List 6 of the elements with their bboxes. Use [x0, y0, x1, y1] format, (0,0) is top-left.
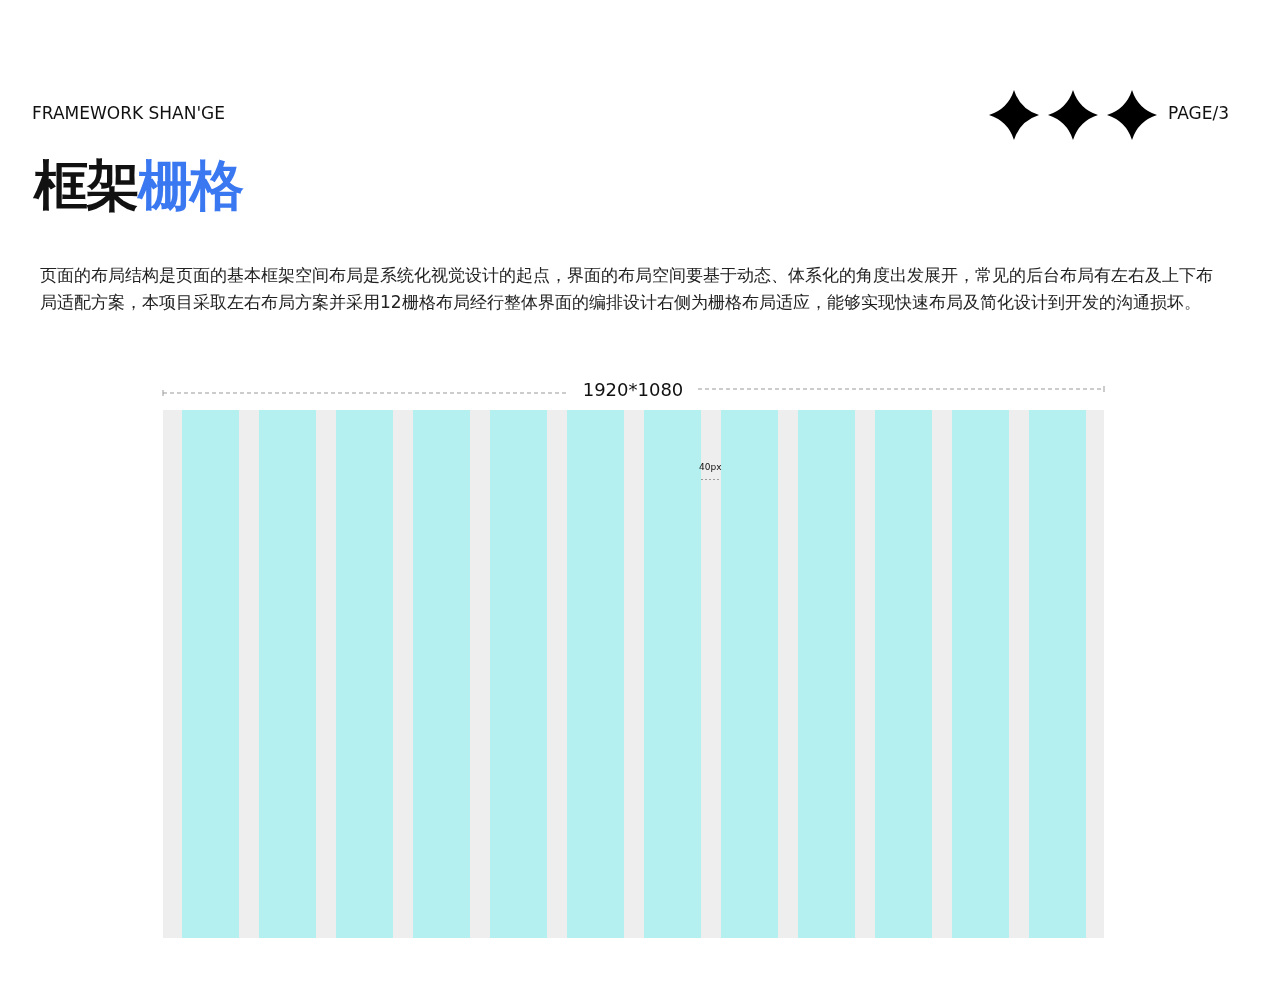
page-number: PAGE/3	[1168, 103, 1229, 123]
gutter-width-label: 40px	[699, 462, 722, 472]
subtitle: FRAMEWORK SHAN'GE	[32, 103, 225, 123]
description-paragraph: 页面的布局结构是页面的基本框架空间布局是系统化视觉设计的起点，界面的布局空间要基于动态、体系化的角度出发展开，常见的后台布局有左右及上下布局适配方案，本项目采取左右布局方案并采用12栅格布局经行整体界面的编排设计右侧为栅格布局适应，能够实现快速布局及简化设计到开发的沟通损坏。	[40, 264, 1214, 314]
dimension-label: 1920*1080	[581, 379, 685, 400]
title: 框架栅格	[34, 153, 242, 219]
